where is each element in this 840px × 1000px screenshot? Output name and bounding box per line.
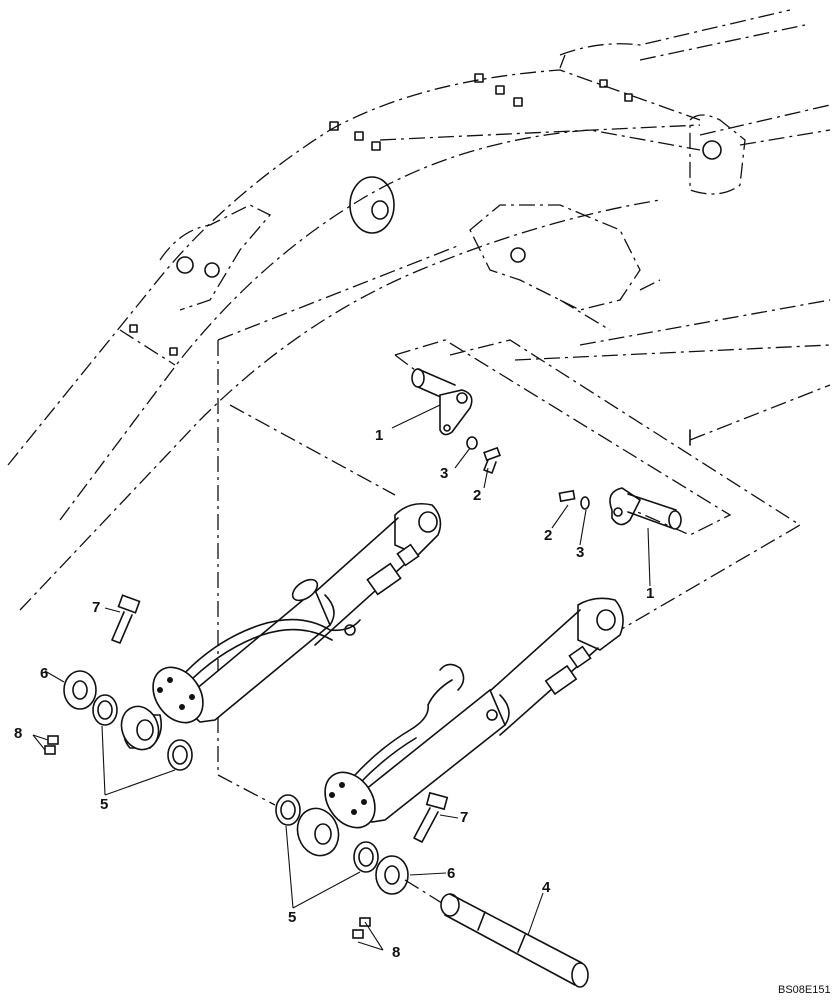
drawing-reference-code: BS08E151 [778,984,831,996]
callout-1-upper: 1 [375,427,383,444]
callout-7-right: 7 [460,809,468,826]
callout-labels: 1 1 2 2 3 3 4 5 5 6 6 7 7 8 8 [14,427,654,961]
boom-arm [7,9,831,611]
nut-8-left [44,735,59,755]
callout-1-right: 1 [646,585,654,602]
callout-3-upper: 3 [440,465,448,482]
callout-2-upper: 2 [473,487,481,504]
bushing-6-left [63,670,97,710]
shim-5-right-a [275,794,301,826]
pin-1-right [609,487,682,530]
callout-6-right: 6 [447,865,455,882]
callout-3-right: 3 [576,544,584,561]
pin-4 [404,879,589,988]
shim-5-left-a [92,694,118,726]
hydraulic-cylinder-left [120,502,442,751]
nut-8-right [352,917,371,939]
bolt-7-left [111,594,141,644]
callout-5-left: 5 [100,796,108,813]
callout-5-right: 5 [288,909,296,926]
bolt-2-right [558,489,576,503]
bolt-2-upper [483,446,501,474]
washer-3-upper [466,436,478,450]
pin-1-upper [411,368,473,436]
shim-5-left-b [167,739,193,771]
callout-4: 4 [542,879,551,896]
washer-3-right [580,496,590,510]
leader-lines [32,404,651,951]
alignment-guides [217,244,831,806]
hydraulic-cylinder-right [296,597,624,857]
callout-7-left: 7 [92,599,100,616]
shim-5-right-b [353,841,379,873]
bushing-6-right [375,855,409,895]
callout-2-right: 2 [544,527,552,544]
bolt-7-right [413,791,449,843]
callout-6-left: 6 [40,665,48,682]
callout-8-left: 8 [14,725,22,742]
callout-8-right: 8 [392,944,400,961]
